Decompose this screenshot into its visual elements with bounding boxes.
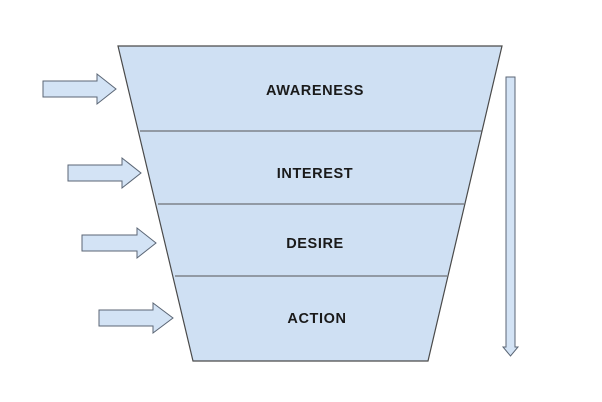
flow-down-arrow xyxy=(501,76,520,357)
stage-label-action: ACTION xyxy=(287,311,346,327)
inbound-arrow-action xyxy=(98,302,174,334)
stage-label-interest: INTEREST xyxy=(277,166,354,182)
inbound-arrow-awareness xyxy=(42,72,117,106)
stage-label-desire: DESIRE xyxy=(286,236,344,252)
inbound-arrow-interest xyxy=(67,156,142,190)
inbound-arrow-desire xyxy=(81,226,157,260)
stage-label-awareness: AWARENESS xyxy=(266,83,364,99)
